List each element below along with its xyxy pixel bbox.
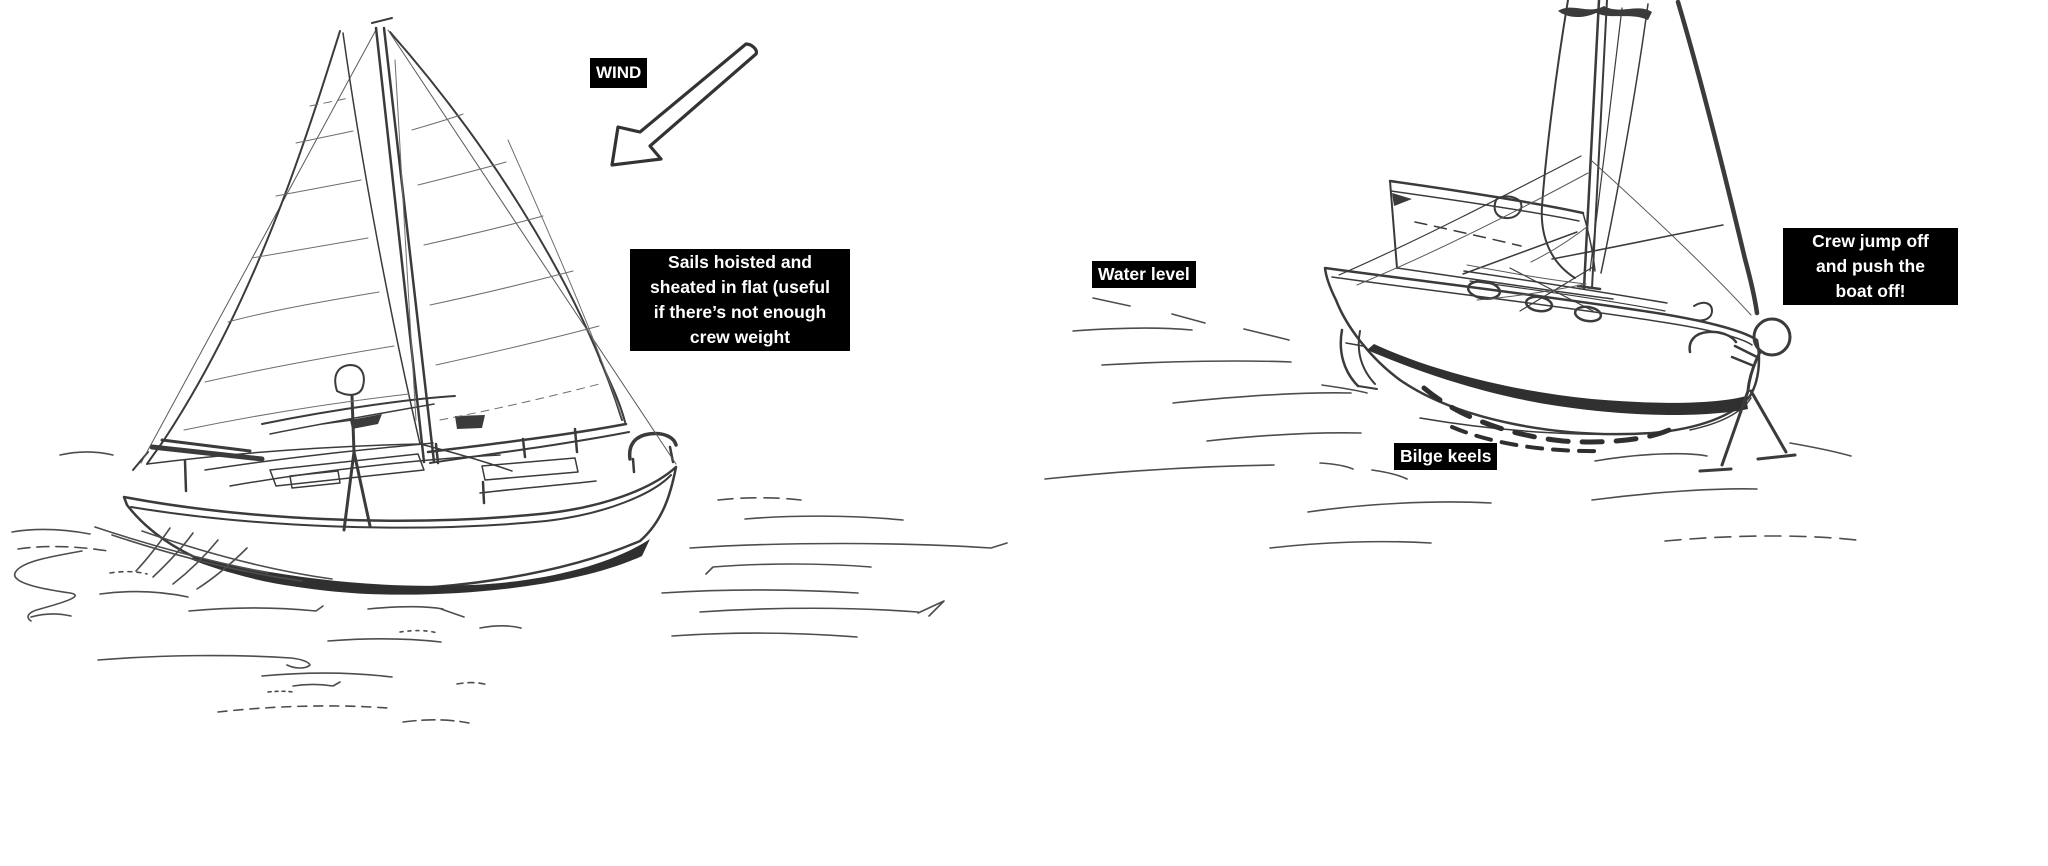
jib-leech bbox=[342, 32, 421, 445]
helmsman-figure bbox=[321, 364, 485, 532]
water-ripples-right bbox=[1044, 297, 1857, 549]
left-rig bbox=[140, 17, 677, 472]
left-boat-sketch bbox=[11, 17, 1008, 724]
right-rig bbox=[1338, 0, 1760, 316]
porthole bbox=[1466, 279, 1502, 301]
bow-reflection-strokes bbox=[94, 526, 333, 590]
right-cabin bbox=[1388, 179, 1738, 354]
mast bbox=[1582, 0, 1601, 290]
mainsail-seams bbox=[394, 59, 623, 421]
crew-figure bbox=[1698, 317, 1797, 473]
cabin-vent bbox=[1493, 195, 1523, 220]
sails-note-label: Sails hoisted and sheated in flat (usefu… bbox=[630, 249, 850, 351]
bilge-keels bbox=[1339, 328, 1672, 454]
right-boat-sketch bbox=[1044, 0, 1857, 549]
furled-sail bbox=[1540, 0, 1576, 279]
backstay bbox=[387, 29, 677, 465]
wind-label: WIND bbox=[590, 58, 648, 88]
boom bbox=[261, 395, 456, 425]
crew-note-label: Crew jump off and push the boat off! bbox=[1783, 228, 1958, 305]
water-ripples-left bbox=[11, 451, 1008, 724]
right-waterline-stripe bbox=[1367, 344, 1748, 416]
left-deck-details bbox=[132, 427, 678, 505]
wind-arrow-icon bbox=[610, 42, 758, 167]
bilge-keels-label: Bilge keels bbox=[1394, 443, 1498, 470]
jib-luff bbox=[146, 30, 341, 465]
crew-head bbox=[1752, 317, 1792, 357]
mast bbox=[374, 26, 426, 464]
left-waterline-shadow bbox=[190, 539, 650, 595]
water-level-label: Water level bbox=[1092, 261, 1196, 288]
jib-seams bbox=[183, 97, 410, 431]
forestay bbox=[140, 27, 378, 464]
porthole bbox=[1573, 305, 1603, 323]
porthole bbox=[1524, 295, 1554, 313]
backstay bbox=[1675, 0, 1760, 316]
